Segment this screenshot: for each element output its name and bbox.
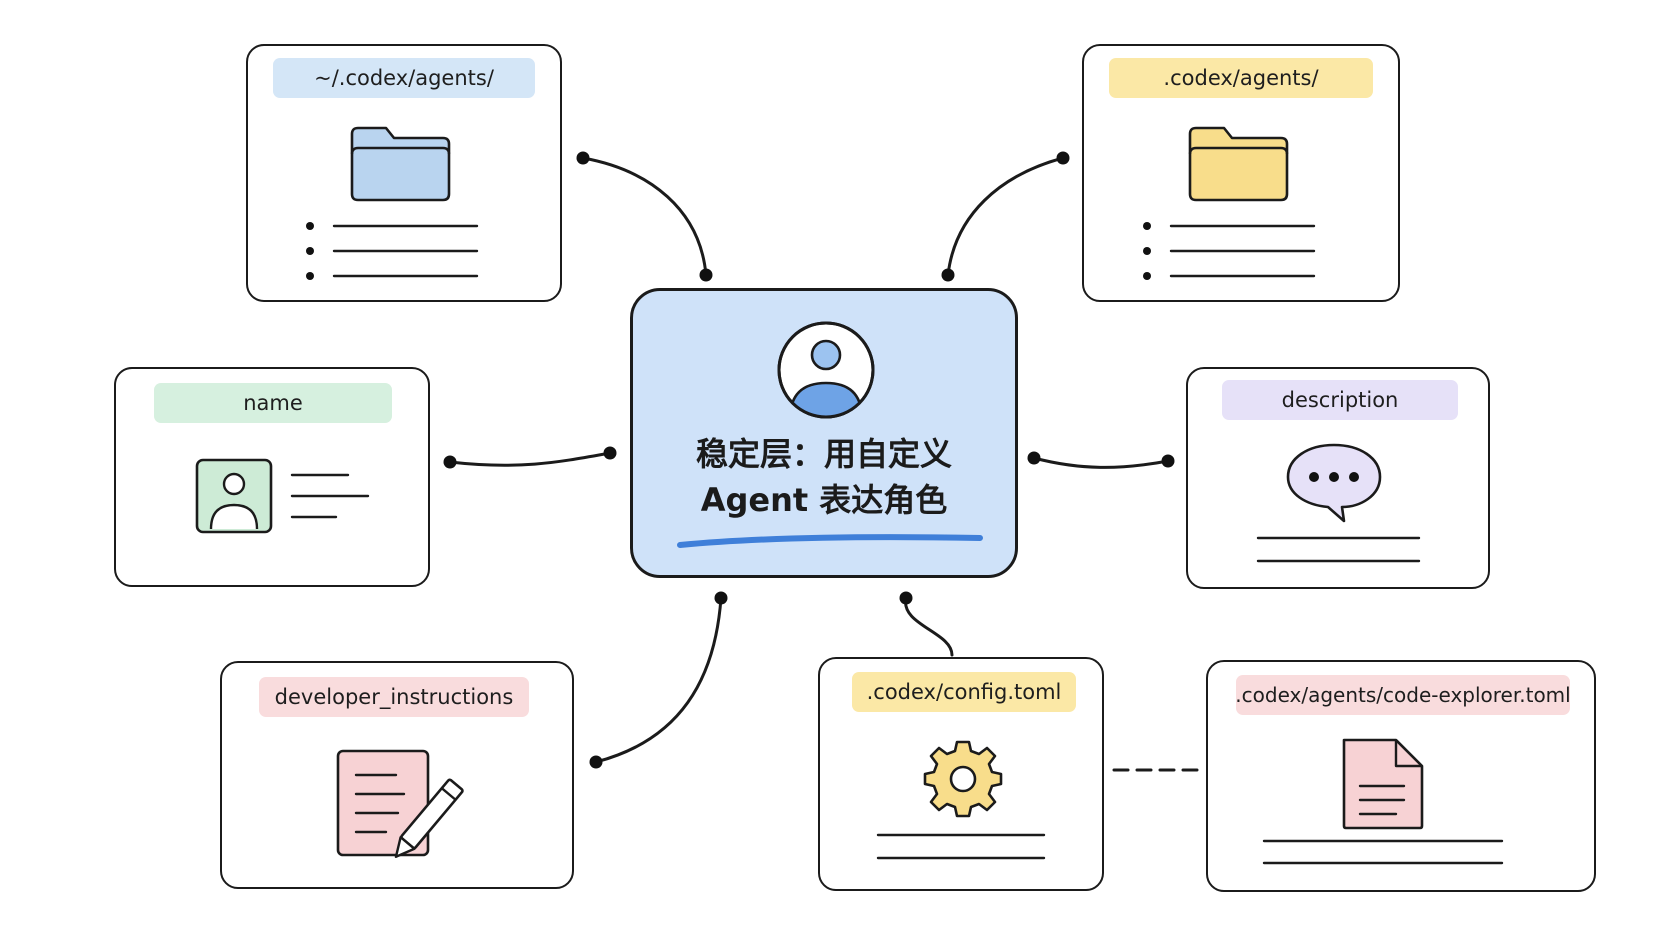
- gear-icon: [923, 740, 1003, 818]
- id-card-icon: [195, 458, 273, 534]
- underline-stroke: [677, 534, 983, 548]
- connector-dot: [589, 755, 603, 769]
- connector-dot: [941, 268, 955, 282]
- connector-developer-instructions: [594, 596, 723, 764]
- node-name: name: [114, 367, 439, 597]
- user-profile-icon: [777, 321, 875, 419]
- node-label: .codex/config.toml: [852, 672, 1076, 712]
- connector-dot: [576, 151, 590, 165]
- text-lines-icon: [876, 833, 1046, 860]
- node-label: .codex/agents/: [1109, 58, 1373, 98]
- center-title-line2: Agent 表达角色: [700, 481, 948, 519]
- node-label: name: [154, 383, 392, 423]
- connector-project-agents-dir: [946, 156, 1065, 277]
- node-description: description: [1186, 367, 1499, 599]
- connector-dot: [699, 268, 713, 282]
- speech-bubble-icon: [1286, 443, 1382, 523]
- node-project-agents-dir: .codex/agents/: [1082, 44, 1409, 312]
- center-node: 稳定层：用自定义 Agent 表达角色: [630, 288, 1028, 590]
- text-lines-icon: [290, 473, 370, 519]
- connector-description: [1032, 456, 1170, 469]
- connector-dot: [603, 446, 617, 460]
- node-developer-instructions: developer_instructions: [220, 661, 583, 899]
- node-label: developer_instructions: [259, 677, 529, 717]
- connector-dot: [1161, 454, 1175, 468]
- text-lines-icon: [1262, 839, 1504, 865]
- connector-dot: [1027, 451, 1041, 465]
- node-config: .codex/config.toml: [818, 657, 1113, 901]
- connector-name: [448, 451, 612, 467]
- list-lines-icon: [1143, 222, 1316, 280]
- connector-dot: [714, 591, 728, 605]
- connector-dot: [443, 455, 457, 469]
- connector-user-agents-dir: [581, 156, 708, 277]
- list-lines-icon: [306, 222, 479, 280]
- folder-icon: [350, 126, 451, 202]
- file-icon: [1342, 738, 1424, 830]
- node-label: .codex/agents/code-explorer.toml: [1235, 675, 1571, 715]
- node-code-explorer: .codex/agents/code-explorer.toml: [1206, 660, 1605, 902]
- folder-icon: [1188, 126, 1289, 202]
- connector-dot: [1056, 151, 1070, 165]
- connector-config: [904, 596, 954, 657]
- text-lines-icon: [1256, 536, 1421, 563]
- node-label: description: [1222, 380, 1458, 420]
- connector-dot: [899, 591, 913, 605]
- node-label: ~/.codex/agents/: [273, 58, 535, 98]
- document-pencil-icon: [336, 749, 464, 858]
- node-user-agents-dir: ~/.codex/agents/: [246, 44, 571, 312]
- center-title-line1: 稳定层：用自定义: [695, 435, 952, 473]
